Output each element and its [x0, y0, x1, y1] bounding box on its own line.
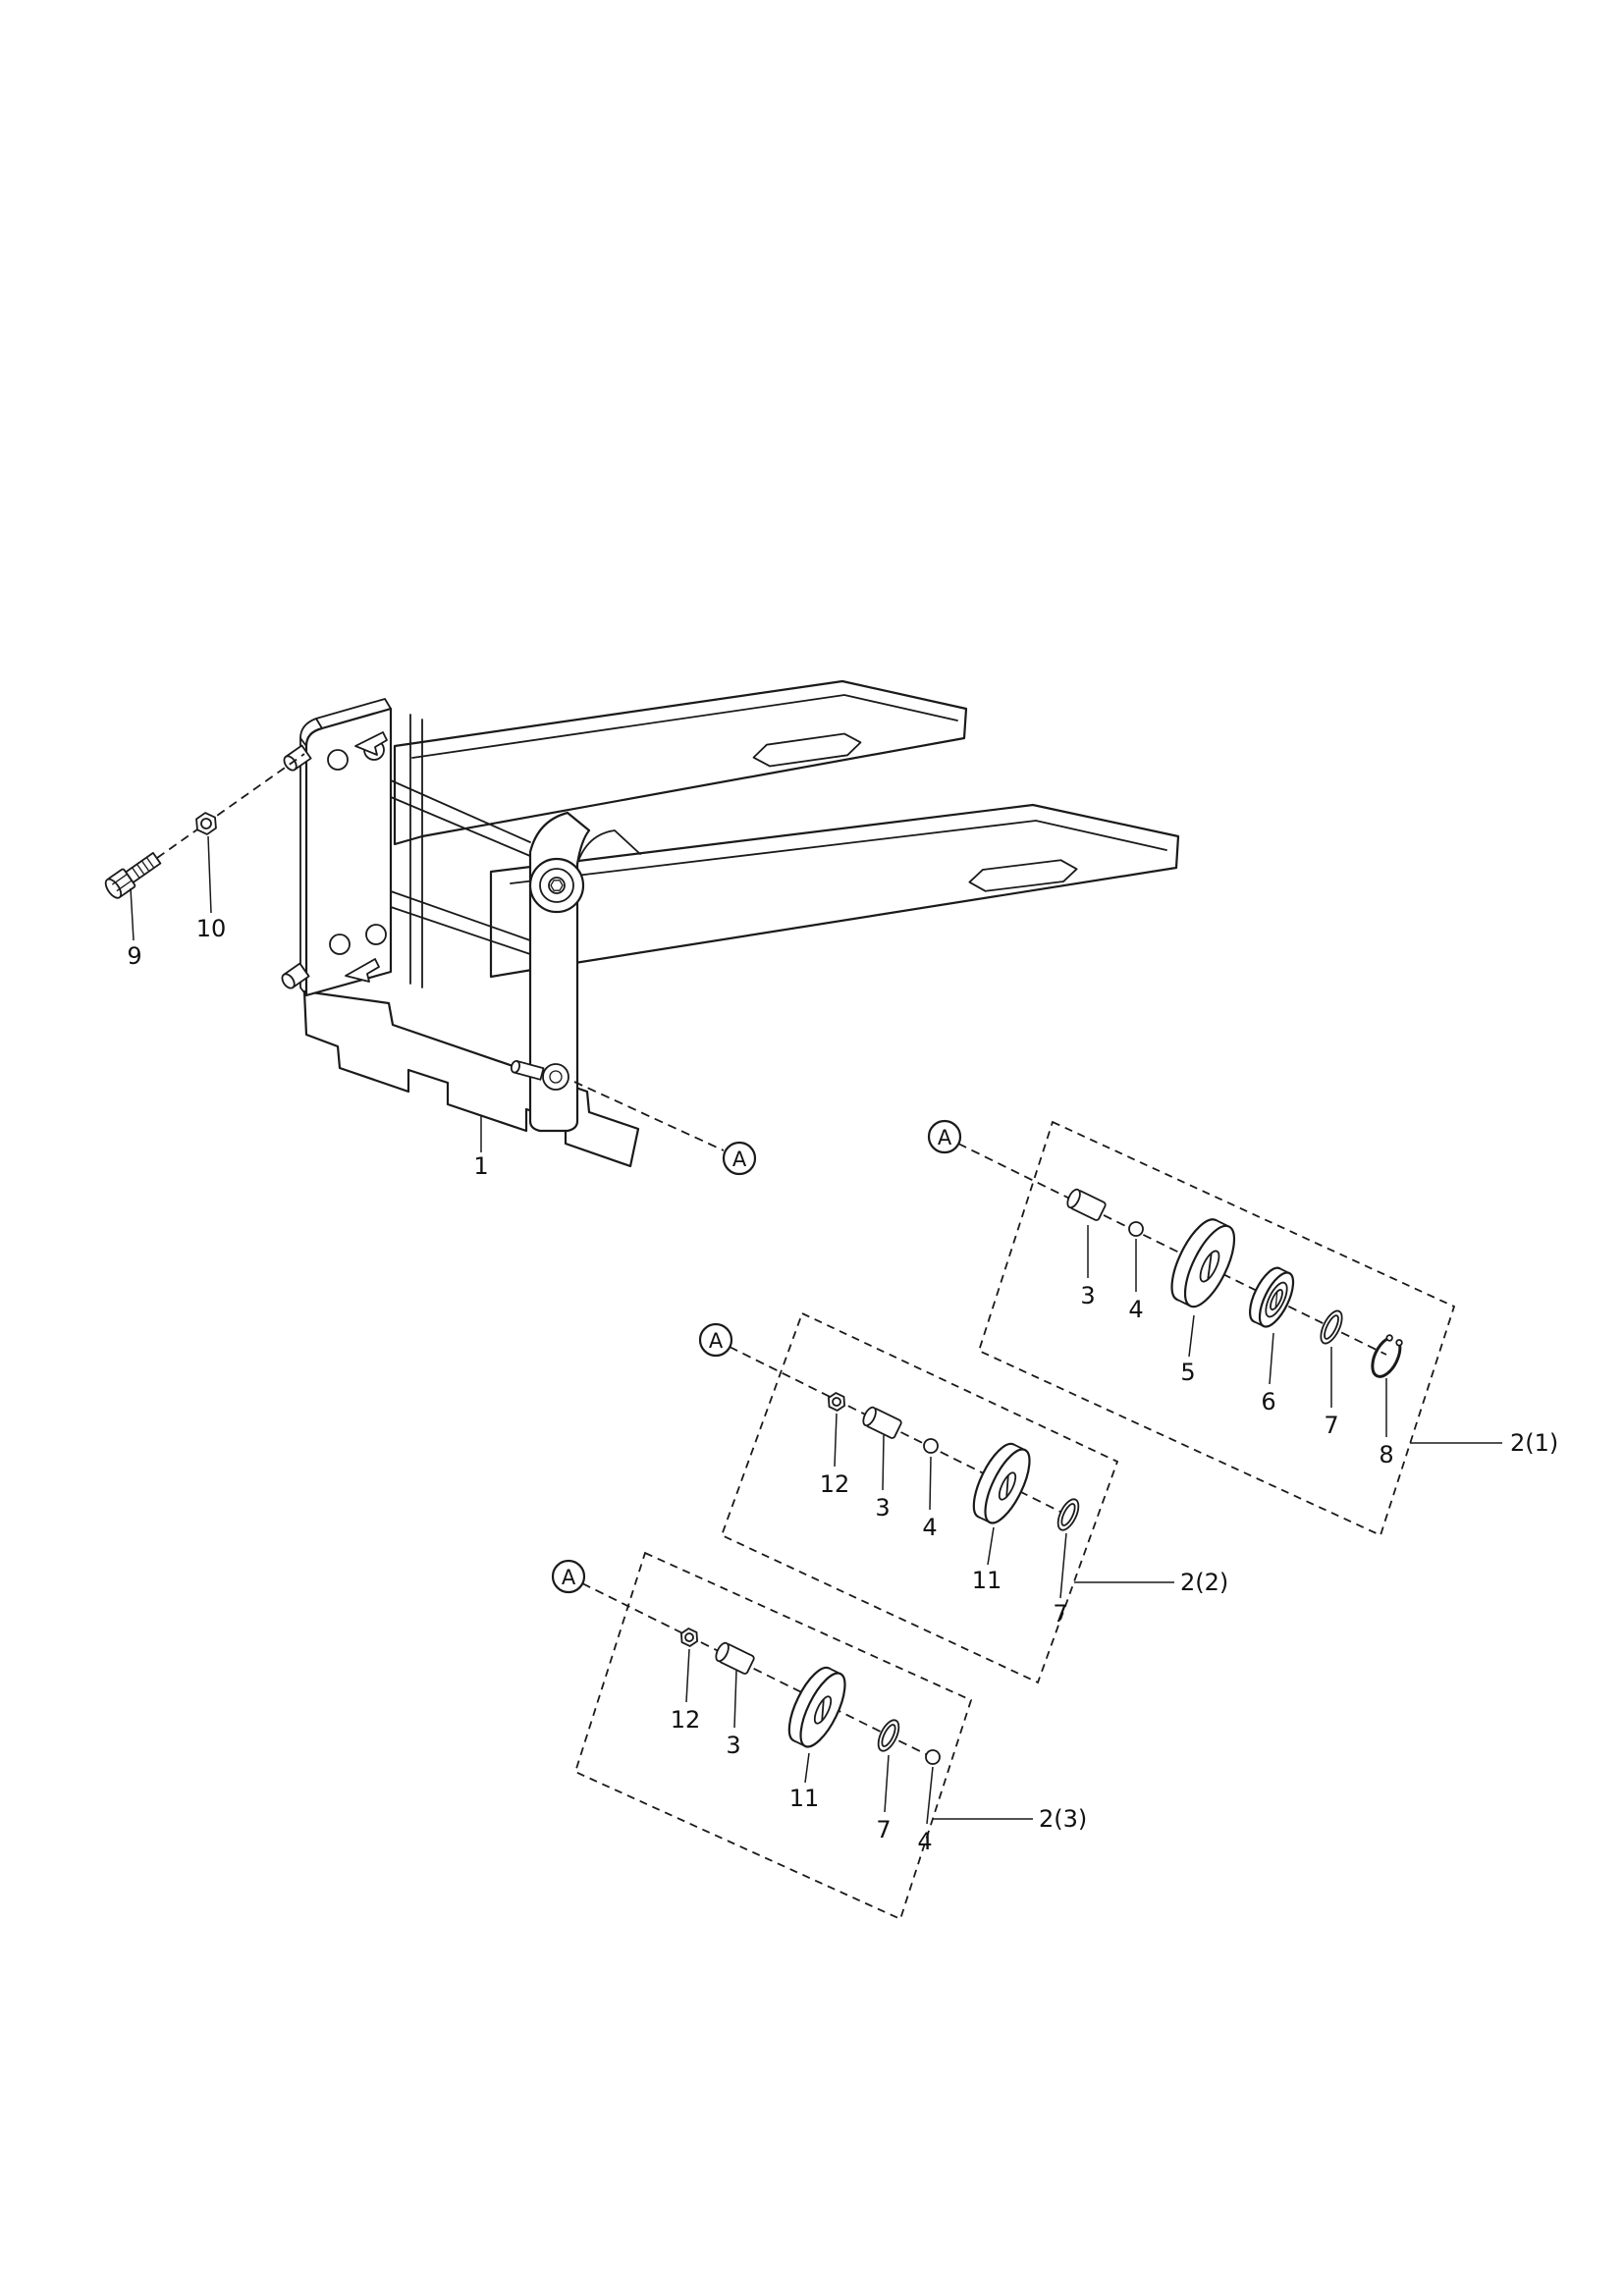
- part-6-bearing: [1249, 1266, 1295, 1328]
- part-12-nut: [680, 1628, 698, 1647]
- detail-marker-main: A: [573, 1081, 757, 1176]
- fastener-group: 9 10: [104, 753, 305, 970]
- callout-12-label: 12: [820, 1470, 850, 1498]
- group-2-3-callouts: 12 3 11 7 4: [671, 1648, 934, 1855]
- plate-hole: [329, 934, 351, 955]
- callout-10-label: 10: [196, 915, 227, 942]
- callout-3-label: 3: [875, 1494, 890, 1522]
- fork-carriage-assembly: [281, 679, 1180, 1168]
- group-2-3-axis: [581, 1582, 939, 1761]
- group-2-1-label: 2(1): [1510, 1429, 1558, 1457]
- upper-fork: [393, 679, 968, 846]
- group-2-2-boundary: [720, 1311, 1119, 1684]
- lower-fork-hand-slot: [968, 859, 1078, 892]
- detail-circle-group2: [698, 1322, 733, 1358]
- detail-circle-main: [722, 1141, 757, 1176]
- nut: [195, 812, 217, 835]
- part-11-roller: [787, 1666, 846, 1748]
- callout-3-label: 3: [726, 1732, 740, 1759]
- part-4-ball: [923, 1438, 939, 1454]
- callout-11-label: 11: [789, 1785, 820, 1812]
- exploded-group-2-3: A 12 3 11: [551, 1551, 1087, 1921]
- group-2-3-name: 2(3): [933, 1805, 1087, 1833]
- callout-12-label: 12: [671, 1706, 701, 1734]
- group-2-1-name: 2(1): [1410, 1429, 1558, 1457]
- part-7-ring: [877, 1719, 900, 1752]
- plate-bottom-boss: [281, 962, 310, 989]
- part-4-ball: [925, 1749, 941, 1765]
- callout-4-label: 4: [1128, 1296, 1143, 1323]
- group-2-2-name: 2(2): [1074, 1569, 1228, 1596]
- callout-1-label: 1: [473, 1152, 488, 1180]
- callout-9: 9: [127, 887, 142, 970]
- part-4-ball: [1128, 1221, 1144, 1237]
- detail-letter-group3: A: [562, 1566, 576, 1589]
- part-7-ring: [1320, 1309, 1343, 1345]
- mounting-plate: [281, 698, 393, 997]
- group-2-2-callouts: 12 3 4 11 7: [820, 1413, 1068, 1628]
- group-2-3-boundary: [573, 1551, 973, 1921]
- group-2-3-label: 2(3): [1039, 1805, 1087, 1833]
- detail-letter-main: A: [732, 1148, 747, 1171]
- callout-4-label: 4: [917, 1828, 932, 1855]
- callout-5-label: 5: [1180, 1359, 1195, 1386]
- group-2-1-callouts: 3 4 5 6 7 8: [1080, 1225, 1394, 1468]
- carriage-base: [302, 989, 640, 1168]
- callout-8-label: 8: [1379, 1441, 1393, 1468]
- plate-bottom-latch: [345, 958, 380, 983]
- callout-1: 1: [473, 1115, 489, 1180]
- part-3-bushing: [862, 1406, 902, 1439]
- callout-10: 10: [196, 835, 227, 942]
- group-2-1-axis: [957, 1143, 1387, 1356]
- detail-circle-group3: [551, 1559, 586, 1594]
- detail-letter-group2: A: [709, 1329, 724, 1353]
- callout-9-label: 9: [127, 942, 141, 970]
- detail-leader-main: [573, 1081, 725, 1151]
- callout-4-label: 4: [922, 1514, 937, 1541]
- part-5-roller: [1170, 1218, 1236, 1308]
- detail-circle-group1: [927, 1119, 962, 1154]
- lower-fork: [489, 803, 1180, 979]
- plate-hole: [365, 924, 387, 945]
- part-8-snap-ring: [1371, 1334, 1403, 1378]
- callout-6-label: 6: [1261, 1388, 1275, 1415]
- plate-top-latch: [354, 731, 388, 756]
- group-2-2-label: 2(2): [1180, 1569, 1228, 1596]
- plate-hole: [327, 749, 349, 771]
- top-roller: [528, 857, 585, 914]
- part-11-roller: [972, 1442, 1031, 1524]
- carriage-frame-members: [390, 714, 531, 988]
- callout-11-label: 11: [972, 1567, 1002, 1594]
- callout-3-label: 3: [1080, 1282, 1095, 1309]
- callout-7-label: 7: [1053, 1600, 1067, 1628]
- exploded-group-2-1: A: [927, 1119, 1558, 1537]
- fastener-axis-dashed-line: [156, 753, 305, 859]
- detail-letter-group1: A: [938, 1126, 952, 1149]
- exploded-group-2-2: A 12 3 4: [698, 1311, 1228, 1684]
- upper-fork-hand-slot: [752, 732, 862, 768]
- bottom-axle: [510, 1059, 569, 1091]
- part-3-bushing: [715, 1641, 755, 1675]
- part-3-bushing: [1066, 1188, 1107, 1221]
- part-7-ring: [1056, 1498, 1080, 1531]
- callout-7-label: 7: [876, 1816, 891, 1843]
- part-12-nut: [828, 1392, 845, 1412]
- bolt: [104, 852, 162, 899]
- group-2-1-boundary: [977, 1120, 1456, 1537]
- callout-7-label: 7: [1324, 1412, 1338, 1439]
